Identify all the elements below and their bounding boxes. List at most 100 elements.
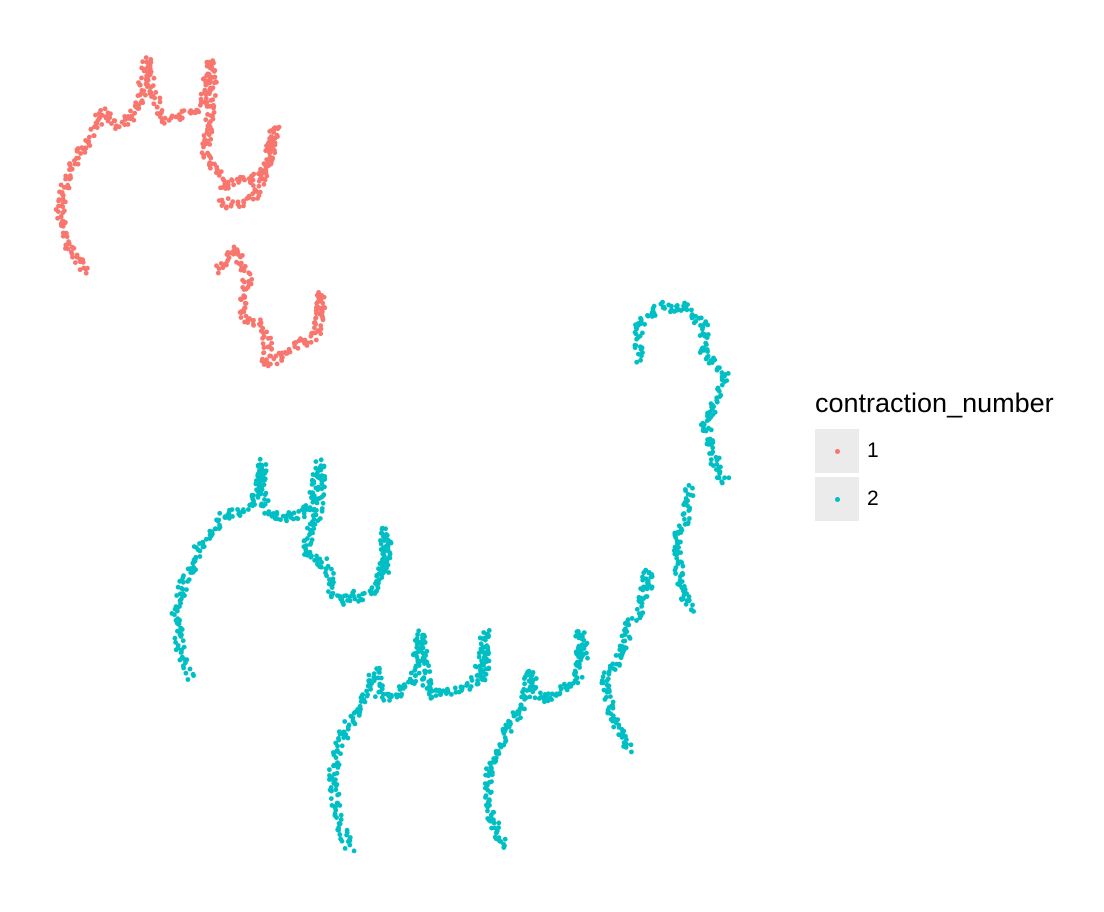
data-point-series-2 <box>229 507 235 512</box>
data-point-series-2 <box>319 564 324 570</box>
data-point-series-1 <box>225 250 231 255</box>
data-point-series-2 <box>333 807 339 813</box>
data-point-series-1 <box>206 161 212 167</box>
data-point-series-1 <box>148 69 154 75</box>
data-point-series-2 <box>323 570 328 576</box>
data-point-series-2 <box>377 670 382 675</box>
data-point-series-2 <box>318 457 324 463</box>
data-point-series-2 <box>331 778 336 784</box>
data-point-series-2 <box>382 534 388 540</box>
data-point-series-2 <box>633 331 639 337</box>
data-point-series-2 <box>337 731 343 737</box>
data-point-series-2 <box>482 781 488 786</box>
data-point-series-2 <box>606 687 612 693</box>
data-point-series-1 <box>262 177 268 183</box>
data-point-series-2 <box>710 403 716 408</box>
data-point-series-2 <box>217 522 222 528</box>
data-point-series-2 <box>362 699 368 705</box>
data-point-series-2 <box>679 579 685 584</box>
data-point-series-2 <box>497 742 503 747</box>
data-point-series-2 <box>483 635 488 641</box>
data-point-series-2 <box>489 779 494 784</box>
data-point-series-2 <box>637 599 643 605</box>
data-point-series-2 <box>679 527 685 533</box>
data-point-series-2 <box>257 456 263 462</box>
data-point-series-2 <box>691 313 697 319</box>
data-point-series-1 <box>274 361 280 367</box>
data-point-series-2 <box>333 787 339 793</box>
legend-key-2 <box>815 477 859 521</box>
data-point-series-2 <box>707 451 712 456</box>
data-point-series-2 <box>625 617 631 623</box>
data-point-series-2 <box>319 481 325 487</box>
data-point-series-2 <box>384 558 390 564</box>
data-point-series-1 <box>223 205 229 211</box>
data-point-series-2 <box>639 353 644 359</box>
data-point-series-2 <box>408 670 414 676</box>
data-point-series-2 <box>314 500 320 506</box>
data-point-series-2 <box>475 678 480 683</box>
data-point-series-2 <box>313 459 319 464</box>
data-point-series-2 <box>490 809 496 815</box>
data-point-series-2 <box>626 634 632 640</box>
data-point-series-1 <box>179 115 185 121</box>
data-point-series-2 <box>674 555 680 561</box>
data-point-series-1 <box>140 59 146 65</box>
data-point-series-2 <box>190 671 196 677</box>
data-point-series-1 <box>211 69 217 74</box>
data-point-series-2 <box>433 693 439 698</box>
data-point-series-1 <box>247 271 253 277</box>
data-point-series-1 <box>226 185 231 191</box>
data-point-series-1 <box>250 177 256 183</box>
data-point-series-1 <box>216 266 222 271</box>
data-point-series-1 <box>242 294 248 299</box>
data-point-series-1 <box>125 114 131 119</box>
data-point-series-1 <box>69 244 75 250</box>
data-point-series-1 <box>279 357 284 362</box>
data-point-series-2 <box>501 845 507 850</box>
data-point-series-1 <box>204 63 210 69</box>
data-point-series-2 <box>328 785 334 790</box>
data-point-series-2 <box>222 514 228 520</box>
data-point-series-2 <box>673 565 679 570</box>
legend-label-2: 2 <box>867 487 879 510</box>
data-point-series-2 <box>338 817 344 822</box>
data-point-series-1 <box>206 132 212 138</box>
data-point-series-1 <box>60 218 66 224</box>
data-point-series-1 <box>208 155 214 161</box>
data-point-series-2 <box>314 553 319 559</box>
series-2-points <box>169 299 732 854</box>
data-point-series-2 <box>262 510 267 516</box>
data-point-series-2 <box>310 499 316 505</box>
data-point-series-2 <box>660 299 665 305</box>
data-point-series-2 <box>712 409 718 415</box>
data-point-series-2 <box>319 560 324 565</box>
data-point-series-1 <box>249 277 255 282</box>
data-point-series-2 <box>493 758 499 764</box>
data-point-series-1 <box>260 335 265 341</box>
data-point-series-2 <box>378 675 384 681</box>
data-point-series-1 <box>74 254 80 260</box>
data-point-series-2 <box>484 766 489 772</box>
data-point-series-2 <box>704 342 709 347</box>
data-point-series-2 <box>362 590 367 596</box>
legend-swatch-2 <box>834 496 840 502</box>
data-point-series-1 <box>209 64 215 70</box>
data-point-series-1 <box>237 178 242 184</box>
data-point-series-2 <box>416 663 422 668</box>
data-point-series-1 <box>272 140 278 146</box>
data-point-series-1 <box>60 196 66 202</box>
data-point-series-2 <box>341 729 347 735</box>
data-point-series-1 <box>211 110 217 115</box>
data-point-series-2 <box>185 677 191 682</box>
data-point-series-2 <box>484 802 489 808</box>
data-point-series-2 <box>179 586 185 591</box>
data-point-series-2 <box>177 591 183 597</box>
data-point-series-2 <box>546 691 551 697</box>
data-point-series-2 <box>256 468 262 474</box>
data-point-series-2 <box>262 497 267 502</box>
data-point-series-2 <box>265 498 271 504</box>
data-point-series-2 <box>619 633 625 639</box>
data-point-series-1 <box>293 340 299 345</box>
data-point-series-2 <box>669 307 674 313</box>
